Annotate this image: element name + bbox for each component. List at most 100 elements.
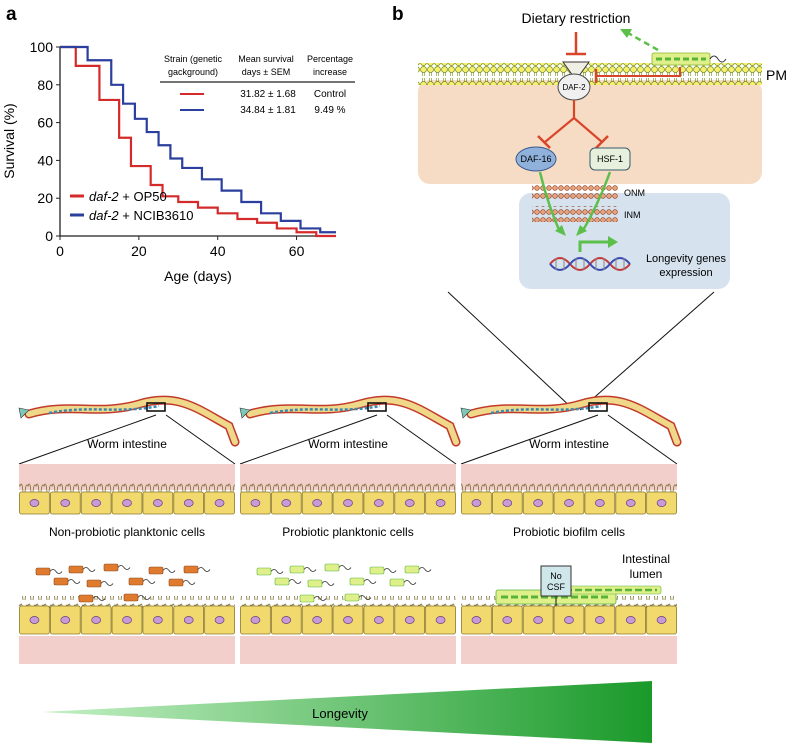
bacterium: [68, 565, 96, 574]
daf2-to-hsf1: [573, 117, 603, 143]
panel-caption: Non-probiotic planktonic cells: [49, 525, 205, 539]
y-tick-label: 80: [37, 77, 53, 93]
hsf1-translocation-arrowhead: [576, 225, 587, 236]
cell-nucleus: [564, 499, 574, 507]
panel-a-letter: a: [6, 4, 17, 25]
cell-nucleus: [625, 616, 636, 624]
plasma-membrane: [418, 63, 762, 85]
table-row-1-survival: 31.82 ± 1.68: [240, 89, 296, 100]
worm-3: [460, 395, 682, 447]
green-dashed-arrow: [627, 31, 659, 52]
bacterium: [128, 577, 156, 586]
cell-nucleus: [564, 616, 574, 624]
worm-intestine-label: Worm intestine: [308, 437, 388, 451]
y-tick-label: 0: [45, 228, 53, 244]
lower-cells-microvilli: [19, 596, 235, 608]
legend-label-ncib3610: daf-2 + NCIB3610: [89, 208, 193, 223]
curve-op50: [60, 45, 336, 238]
inm-label: INM: [624, 210, 641, 220]
green-dashed-arrowhead: [620, 29, 632, 38]
daf16-label: DAF-16: [520, 154, 551, 164]
no-csf-box: [540, 565, 572, 597]
longevity-label: Longevity: [312, 706, 368, 721]
cell-nucleus: [471, 499, 482, 507]
red-inhibition-path: [596, 67, 681, 77]
onm-label: ONM: [624, 188, 645, 198]
zoom-line-right: [579, 291, 715, 411]
legend-label-op50: daf-2 + OP50: [89, 189, 167, 204]
cell-nucleus: [312, 499, 322, 507]
daf2-receptor-cone: [562, 61, 590, 81]
cell-nucleus: [91, 616, 101, 624]
bacterium: [53, 577, 81, 586]
worm-2: [239, 395, 461, 447]
table-header-increase-1: Percentage: [307, 54, 353, 64]
no-csf-label-2: CSF: [547, 582, 566, 592]
daf16-translocation-arrowhead: [555, 225, 566, 236]
cell-nucleus: [153, 616, 163, 624]
bacterium: [307, 579, 335, 588]
panel-caption: Probiotic biofilm cells: [513, 525, 625, 539]
cell-nucleus: [183, 499, 194, 507]
daf16-inhibit-bar: [537, 135, 551, 149]
cell-nucleus: [214, 499, 225, 507]
cell-nucleus: [91, 499, 101, 507]
worm-head: [239, 407, 251, 419]
cell-nucleus: [60, 499, 71, 507]
bacterium: [123, 593, 151, 602]
cell-nucleus: [312, 616, 322, 624]
cell-nucleus: [183, 616, 194, 624]
hsf1-inhibit-bar: [595, 135, 609, 149]
zoom-line: [460, 414, 599, 465]
bacterium: [103, 563, 131, 572]
cell-nucleus: [595, 616, 605, 624]
cell-nucleus: [471, 616, 482, 624]
upper-cells-microvilli: [19, 482, 235, 494]
zoom-line: [386, 414, 457, 465]
bacterium: [35, 567, 63, 576]
cell-nucleus: [595, 499, 605, 507]
tissue-band-bottom: [461, 636, 677, 664]
legend-op50-food: + OP50: [119, 189, 167, 204]
cell-nucleus: [374, 616, 384, 624]
cell-nucleus: [404, 499, 415, 507]
x-tick-label: 0: [56, 243, 64, 259]
x-tick-label: 40: [210, 243, 226, 259]
worm-1: [18, 395, 240, 447]
panel-b-letter: b: [392, 4, 404, 25]
cell-nucleus: [374, 499, 384, 507]
cell-nucleus: [343, 499, 353, 507]
table-header-increase-2: increase: [313, 67, 347, 77]
zoom-line: [18, 414, 157, 465]
upper-cells-microvilli: [461, 482, 677, 494]
longevity-genes-label-1: Longevity genes: [646, 253, 727, 265]
cell-nucleus: [281, 499, 292, 507]
legend-ncib3610-strain: daf-2: [89, 208, 119, 223]
dietary-restriction-label: Dietary restriction: [522, 10, 631, 26]
cell-nucleus: [250, 616, 261, 624]
bacterium: [183, 565, 211, 574]
zoom-box: [367, 402, 387, 412]
cell-nucleus: [656, 616, 667, 624]
bacterium: [299, 594, 327, 603]
zoom-line: [165, 414, 236, 465]
daf2-label: DAF-2: [562, 83, 586, 92]
cell-nucleus: [502, 499, 513, 507]
cell-nucleus: [404, 616, 415, 624]
tissue-band-bottom: [240, 636, 456, 664]
table-row-1-increase: Control: [314, 89, 346, 100]
table-row-2-increase: 9.49 %: [314, 105, 345, 116]
table-header-strain-2: gackground): [168, 67, 218, 77]
onm-band: [532, 185, 618, 201]
bacterium: [289, 565, 317, 574]
cell-nucleus: [60, 616, 71, 624]
x-axis-label: Age (days): [164, 268, 232, 284]
pm-label: PM: [766, 67, 787, 83]
daf2-to-daf16: [544, 117, 575, 143]
y-tick-label: 60: [37, 115, 53, 131]
